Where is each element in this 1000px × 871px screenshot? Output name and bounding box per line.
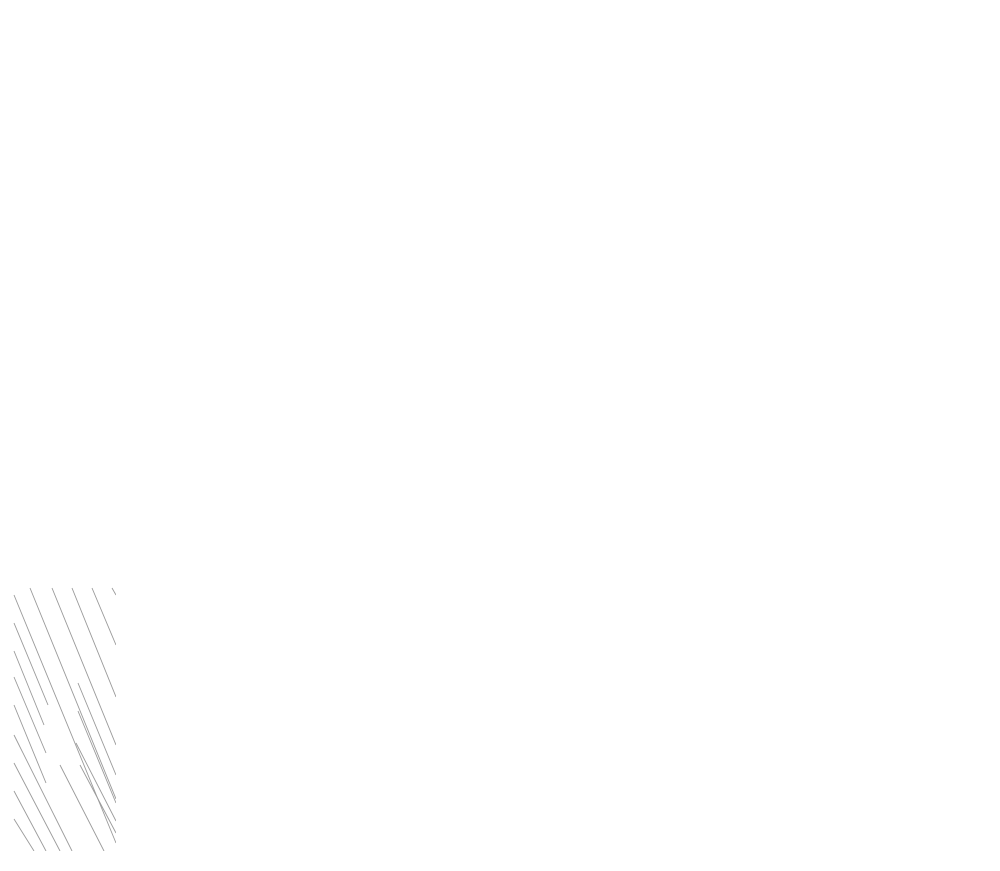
hatch-stroke-14: [13, 818, 35, 851]
hatch-stroke-10: [13, 704, 47, 784]
hatch-stroke-4: [71, 587, 116, 698]
diagonal-hatch-graphic: [10, 585, 116, 851]
hatch-stroke-3: [51, 587, 116, 746]
hatch-stroke-1: [13, 594, 116, 844]
hatch-stroke-16: [77, 710, 116, 804]
hatch-stroke-5: [91, 587, 116, 646]
hatch-stroke-7: [13, 622, 49, 706]
hatch-stroke-17: [59, 764, 105, 851]
hatch-stroke-6: [111, 587, 116, 596]
hatch-stroke-19: [75, 742, 116, 822]
hatch-stroke-11: [13, 734, 73, 851]
hatch-stroke-13: [13, 790, 47, 851]
hatch-stroke-12: [13, 762, 61, 851]
hatch-stroke-2: [29, 587, 116, 800]
hatch-stroke-15: [77, 682, 116, 776]
hatch-pattern-icon: [13, 587, 116, 851]
hatch-stroke-9: [13, 676, 47, 754]
hatch-stroke-18: [79, 764, 116, 834]
hatch-stroke-8: [13, 650, 45, 726]
